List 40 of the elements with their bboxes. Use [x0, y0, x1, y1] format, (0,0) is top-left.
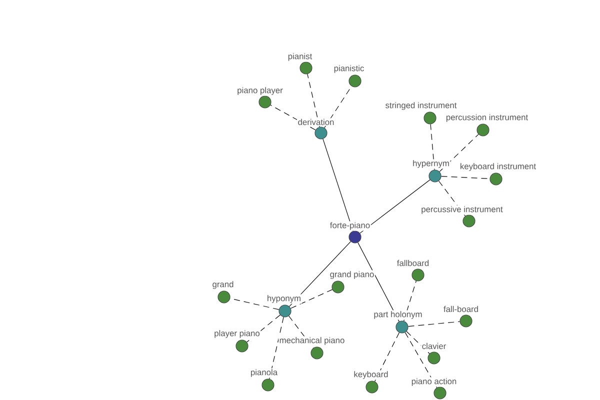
node-label: grand piano	[329, 270, 375, 280]
node-label: mechanical piano	[278, 336, 346, 346]
node-label: pianola	[250, 368, 278, 378]
connector-line	[246, 314, 280, 342]
node-label: piano action	[410, 377, 458, 387]
node-label: hyponym	[266, 294, 302, 304]
connector-line	[374, 332, 400, 382]
node-label: player piano	[213, 329, 261, 339]
node-label: fall-board	[442, 305, 480, 313]
node-label: hypernym	[412, 159, 450, 169]
connector-line	[307, 74, 320, 128]
node-label: pianistic	[333, 64, 365, 74]
connector-line	[358, 242, 400, 322]
node-label: fallboard	[396, 259, 430, 267]
connector-line	[288, 316, 314, 348]
node-label: forte-piano	[329, 221, 371, 231]
node-label: stringed instrument	[384, 101, 458, 111]
node-label: keyboard instrument	[459, 162, 537, 172]
node-label: piano player	[236, 86, 284, 96]
connector-line	[290, 289, 333, 309]
connector-line	[324, 86, 352, 128]
connector-line	[439, 134, 479, 172]
connector-line	[322, 138, 354, 232]
connector-line	[230, 298, 280, 310]
connector-line	[440, 176, 490, 179]
connector-line	[430, 124, 435, 170]
connector-line	[404, 332, 438, 388]
connector-line	[406, 331, 430, 354]
connector-line	[360, 180, 430, 234]
node-label: percussive instrument	[420, 205, 504, 215]
node-label: clavier	[421, 342, 447, 350]
node-label: keyboard	[352, 370, 390, 380]
node-label: percussion instrument	[445, 113, 529, 123]
node-label: pianist	[287, 52, 313, 62]
connector-line	[404, 280, 416, 322]
node-label: part holonym	[372, 310, 424, 320]
node-label: grand	[211, 280, 235, 290]
connector-line	[269, 316, 284, 380]
node-label: derivation	[297, 118, 336, 126]
connector-line	[408, 321, 460, 327]
